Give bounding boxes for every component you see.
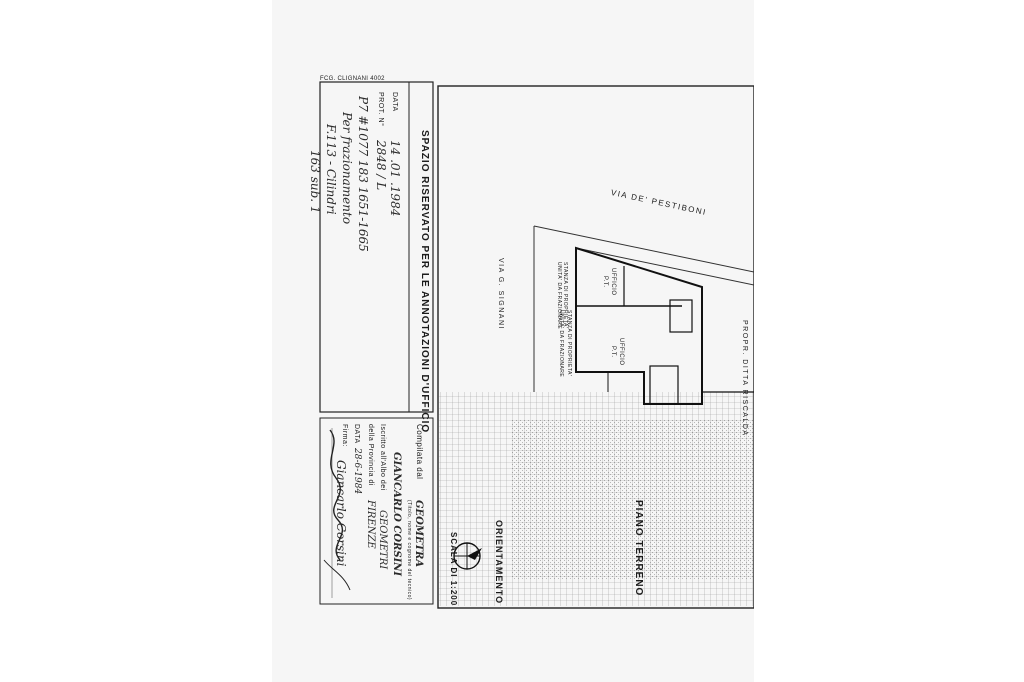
compilata-label: Compilata dal [415, 424, 424, 480]
compass-icon [453, 542, 482, 570]
street-left-label: VIA G. SIGNANI [497, 258, 504, 330]
prot-value: 2848 / L [374, 140, 388, 191]
data-value: 14 .01 .1984 [388, 140, 402, 217]
floor-label: PIANO TERRENO [633, 500, 644, 597]
office-box [319, 81, 434, 413]
room2-sub: P.T. [610, 346, 616, 358]
note-line-2: Per frazionamento [340, 112, 354, 225]
name-value: GIANCARLO CORSINI [391, 452, 402, 577]
orientation-label: ORIENTAMENTO [494, 520, 504, 605]
iscritto-label: Iscritto all'Albo dei [379, 424, 386, 491]
title-value: GEOMETRA [413, 500, 424, 568]
office-box-title: SPAZIO RISERVATO PER LE ANNOTAZIONI D'UF… [419, 130, 430, 434]
date-value: 28-6-1984 [352, 448, 362, 495]
firma-value: Giancarlo Corsini [334, 460, 348, 567]
prot-label: PROT. N° [377, 92, 384, 127]
note-line-4: 163 sub. 1 [308, 150, 322, 214]
signature-box [319, 417, 434, 605]
note-line-1: P7 #1077 183 1651-1665 [356, 96, 370, 252]
page-margin [754, 0, 1024, 682]
provincia-value: FIRENZE [365, 500, 376, 549]
room2-label: UFFICIO [618, 338, 624, 366]
middle-note-1: STANZA DI PROPRIETA' [566, 310, 572, 377]
room1-label: UFFICIO [610, 268, 616, 296]
drawing-frame [437, 85, 754, 609]
middle-note-2: UNITA' DA FRAZIONARE [558, 310, 564, 378]
data-label: DATA [391, 92, 398, 112]
title-subtitle: (Titolo, nome e cognome del tecnico) [406, 500, 412, 601]
scale-label: SCALA DI 1:200 [449, 532, 458, 607]
street-right-label: PROPR. DITTA RISCALDA [741, 320, 748, 437]
firma-label: Firma: [341, 424, 348, 447]
document-sheet: FCG. CLIGNANI 4002 [272, 0, 754, 682]
date-label: DATA [353, 424, 360, 444]
header-tag: FCG. CLIGNANI 4002 [320, 76, 385, 82]
provincia-label: della Provincia di [367, 424, 374, 486]
room1-sub: P.T. [602, 276, 608, 288]
albo-value: GEOMETRI [377, 510, 388, 570]
floor-plan-drawing [319, 81, 754, 609]
note-line-3: F.113 - Cilindri [324, 124, 338, 215]
